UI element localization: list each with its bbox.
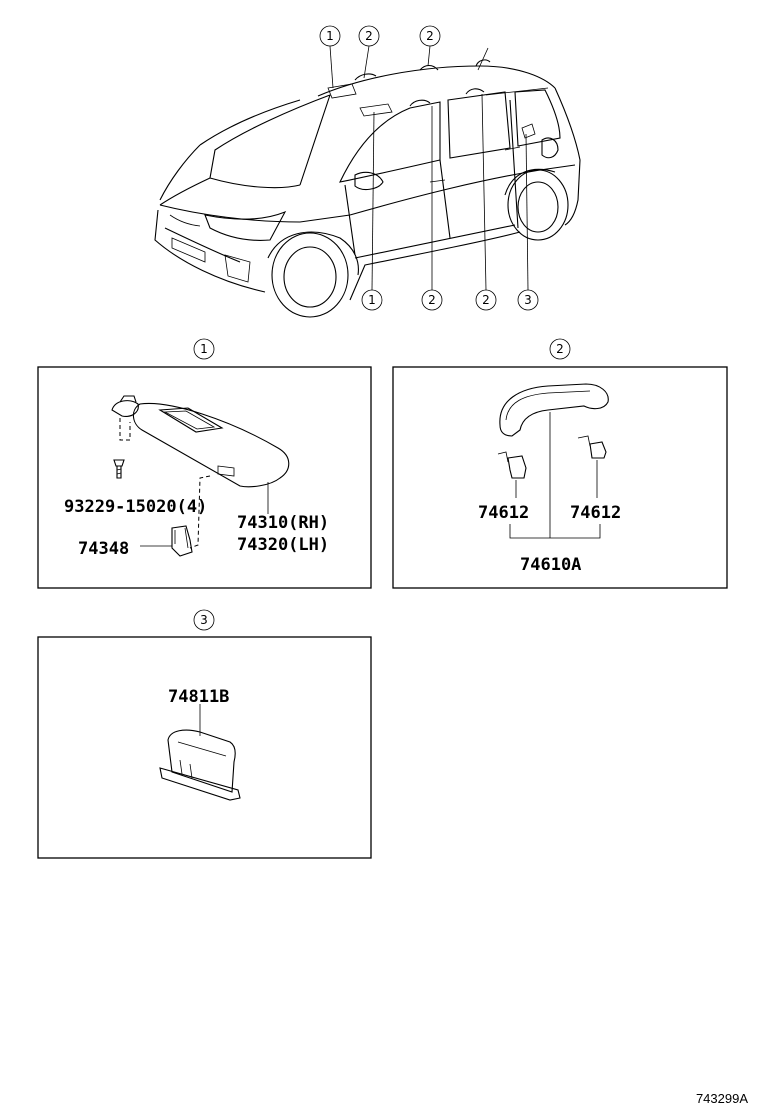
svg-text:2: 2 [428,293,436,307]
callout-3-bottom: 3 [517,289,539,311]
screw-part-number: 93229-15020(4) [64,497,207,517]
panel-1-label: 1 [193,338,215,360]
grip-assembly-part-number: 74610A [520,555,581,575]
callout-1-bottom: 1 [361,289,383,311]
svg-text:1: 1 [368,293,376,307]
svg-text:2: 2 [482,293,490,307]
panel-2-frame [392,366,728,589]
svg-text:2: 2 [426,29,434,43]
svg-text:1: 1 [200,342,208,356]
panel-3-label: 3 [193,609,215,631]
panel-1-frame [37,366,372,589]
holder-part-number: 74348 [78,539,129,559]
callout-2-top-a: 2 [358,25,380,47]
clip-right-part-number: 74612 [570,503,621,523]
lamp-part-number: 74811B [168,687,229,707]
panel-2-label: 2 [549,338,571,360]
callout-1-top: 1 [319,25,341,47]
svg-text:1: 1 [326,29,334,43]
callout-2-bottom-b: 2 [475,289,497,311]
svg-text:3: 3 [200,613,208,627]
visor-rh-part-number: 74310(RH) [237,513,329,533]
figure-number: 743299A [695,1091,748,1106]
callout-2-bottom-a: 2 [421,289,443,311]
lamp-illustration [159,704,241,801]
svg-text:3: 3 [524,293,532,307]
assist-grip-illustration [497,383,609,539]
sun-visor-illustration [111,395,290,557]
visor-lh-part-number: 74320(LH) [237,535,329,555]
callout-2-top-b: 2 [419,25,441,47]
svg-text:2: 2 [365,29,373,43]
svg-text:2: 2 [556,342,564,356]
clip-left-part-number: 74612 [478,503,529,523]
panel-3-frame [37,636,372,859]
vehicle-illustration [154,45,581,318]
